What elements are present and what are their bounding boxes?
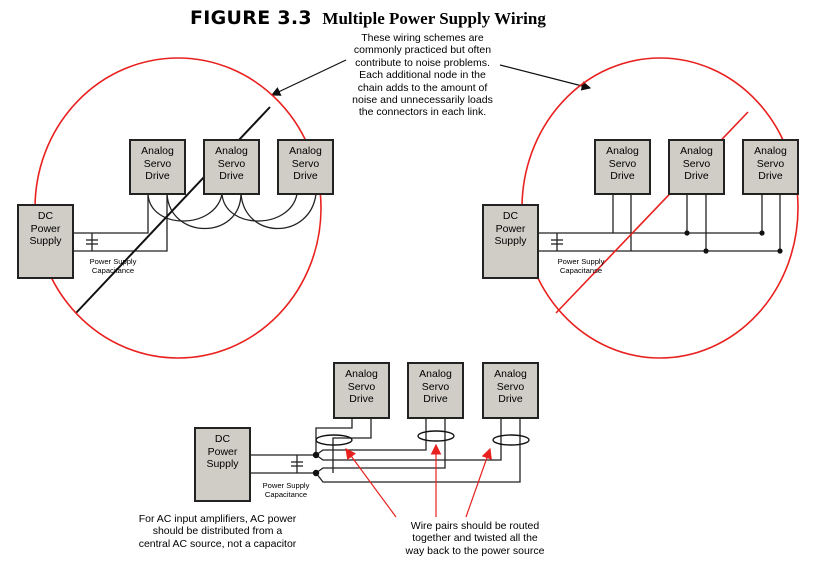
top-note-line: noise and unnecessarily loads: [352, 94, 493, 107]
box-label: Drive: [145, 170, 170, 182]
box-label: DC: [214, 433, 231, 445]
box-label: Supply: [206, 458, 239, 470]
box-label: Drive: [349, 393, 374, 405]
top-note-line: Each additional node in the: [359, 69, 486, 82]
box-label: Supply: [494, 235, 527, 247]
star-junctions: [312, 451, 320, 477]
box-label: Analog: [680, 145, 713, 157]
twist-markers: [315, 430, 530, 446]
box-label: Servo: [347, 380, 376, 393]
pointer-arrow-left: [270, 59, 347, 96]
bus-junctions: [684, 230, 783, 254]
prohibit-circle-2: [521, 57, 799, 359]
label-line: Capacitanse: [559, 266, 603, 275]
daisy-chain-wires: [73, 193, 317, 252]
box-label: Power: [207, 445, 238, 458]
box-label: Servo: [496, 380, 525, 393]
box-label: Drive: [498, 393, 523, 405]
twisted-pair-note: Wire pairs should be routed together and…: [395, 520, 555, 557]
ac-power-note: For AC input amplifiers, AC power should…: [125, 513, 310, 550]
box-label: Servo: [421, 380, 450, 393]
top-note-line: chain adds to the amount of: [357, 81, 488, 94]
box-label: Power: [30, 222, 61, 235]
note-line: way back to the power source: [405, 544, 545, 557]
star-wires: [250, 418, 521, 483]
box-label: Drive: [423, 393, 448, 405]
prohibit-circle-1: [34, 57, 322, 359]
figure-title: FIGURE 3.3 Multiple Power Supply Wiring: [190, 7, 546, 29]
note-line: together and twisted all the: [412, 532, 538, 545]
box-label: Drive: [610, 170, 635, 182]
note-line: central AC source, not a capacitor: [138, 537, 297, 550]
pointer-arrow-right: [499, 64, 592, 91]
bus-wires: [538, 194, 782, 252]
note-line: For AC input amplifiers, AC power: [138, 513, 297, 525]
label-line: Capacitance: [91, 266, 135, 275]
top-note-line: commonly practiced but often: [353, 44, 492, 57]
callout-arrows: [345, 443, 492, 518]
note-line: Wire pairs should be routed: [410, 520, 540, 532]
top-note-line: contribute to noise problems.: [355, 56, 490, 69]
label-line: Power Supply: [262, 481, 310, 490]
box-label: Servo: [756, 157, 785, 170]
box-label: Analog: [215, 145, 248, 157]
box-label: Analog: [494, 368, 527, 380]
box-label: Supply: [29, 235, 62, 247]
box-label: DC: [502, 210, 519, 222]
box-label: Drive: [219, 170, 244, 182]
box-label: Power: [495, 222, 526, 235]
top-note-line: These wiring schemes are: [361, 32, 484, 44]
box-label: Servo: [143, 157, 172, 170]
box-label: Servo: [217, 157, 246, 170]
box-label: Drive: [758, 170, 783, 182]
box-label: Servo: [291, 157, 320, 170]
label-line: Power Supply: [89, 257, 137, 266]
top-note-line: the connectors in each link.: [358, 106, 487, 119]
box-label: Drive: [684, 170, 709, 182]
box-label: Servo: [682, 157, 711, 170]
box-label: Servo: [608, 157, 637, 170]
box-label: Analog: [345, 368, 378, 380]
label-line: Capacitance: [264, 490, 308, 499]
label-line: Power Supply: [557, 257, 605, 266]
box-label: Analog: [289, 145, 322, 157]
figure-label: FIGURE 3.3: [190, 7, 312, 29]
strike-line-1: [75, 106, 271, 314]
box-label: Analog: [141, 145, 174, 157]
box-label: Drive: [293, 170, 318, 182]
note-line: should be distributed from a: [152, 525, 283, 538]
box-label: DC: [37, 210, 54, 222]
box-label: Analog: [754, 145, 787, 157]
top-note: These wiring schemes are commonly practi…: [340, 32, 505, 119]
box-label: Analog: [419, 368, 452, 380]
box-label: Analog: [606, 145, 639, 157]
figure-name: Multiple Power Supply Wiring: [322, 9, 546, 28]
